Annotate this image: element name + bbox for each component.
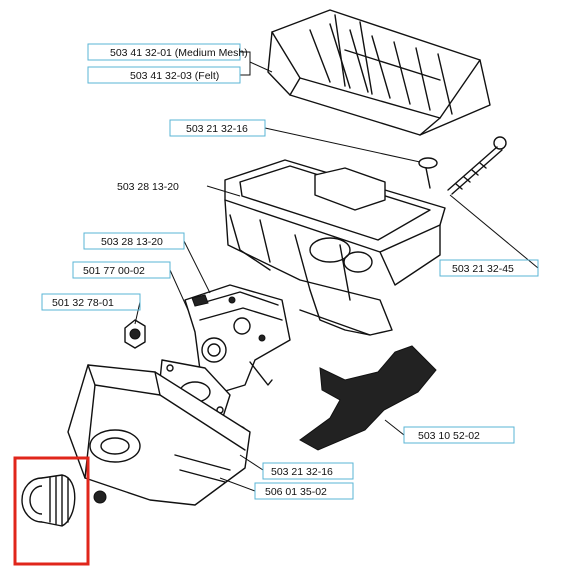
label-p7: 501 32 78-01 [52,297,114,309]
label-p6: 501 77 00-02 [83,265,145,277]
leader-lines [134,51,539,492]
screw-upper [418,157,438,189]
label-p11: 506 01 35-02 [265,486,327,498]
carburettor [184,284,291,393]
label-p2: 503 41 32-03 (Felt) [130,70,219,82]
sleeve-part [21,474,76,527]
label-p5: 503 28 13-20 [101,236,163,248]
label-p8: 503 21 32-45 [452,263,514,275]
long-bolt [447,136,507,195]
connector [93,490,107,504]
label-p3: 503 21 32-16 [186,123,248,135]
inlet-housing [67,364,251,506]
label-p4: 503 28 13-20 [117,181,179,193]
highlight-frame [13,456,90,566]
label-boxes [41,43,539,500]
label-p10: 503 21 32-16 [271,466,333,478]
label-p9: 503 10 52-02 [418,430,480,442]
fitting [124,319,146,349]
air-filter [267,9,491,136]
part-labels: 503 41 32-01 (Medium Mesh) 503 41 32-03 … [52,47,514,498]
label-p1: 503 41 32-01 (Medium Mesh) [110,47,248,59]
filter-base [224,159,446,336]
throttle-bracket [299,345,437,451]
